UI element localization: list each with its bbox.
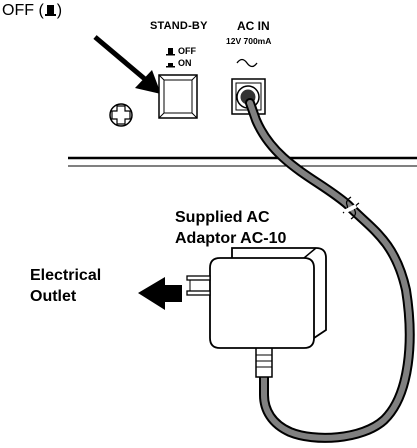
switch-on-label: ON xyxy=(178,58,192,68)
panel-edge xyxy=(68,156,417,167)
outlet-label: Electrical Outlet xyxy=(30,265,101,307)
ac-in-label: AC IN xyxy=(237,19,270,33)
plug-icon xyxy=(186,275,211,296)
outlet-label-line1: Electrical xyxy=(30,267,102,284)
adaptor-label-line2: Adaptor AC-10 xyxy=(175,230,287,247)
power-cord xyxy=(245,98,415,443)
off-indicator-close: ) xyxy=(56,2,63,19)
cord-strain-relief xyxy=(255,346,273,378)
outlet-label-line2: Outlet xyxy=(30,288,77,305)
adaptor-label: Supplied AC Adaptor AC-10 xyxy=(175,207,286,249)
ac-rating-label: 12V 700mA xyxy=(226,36,272,46)
ac-symbol-icon xyxy=(236,58,258,68)
switch-off-icon xyxy=(166,48,175,56)
ac-adaptor xyxy=(209,247,327,349)
switch-off-glyph-icon xyxy=(44,5,56,16)
screw-icon xyxy=(109,103,133,127)
switch-on-icon xyxy=(166,63,175,68)
adaptor-label-line1: Supplied AC xyxy=(175,209,270,226)
arrow-left-icon xyxy=(138,277,182,310)
standby-switch[interactable] xyxy=(158,74,198,119)
standby-label: STAND-BY xyxy=(150,20,208,32)
off-indicator: OFF () xyxy=(2,2,62,20)
arrow-icon xyxy=(93,35,161,94)
switch-off-label: OFF xyxy=(178,46,196,56)
off-indicator-text: OFF ( xyxy=(2,2,44,19)
